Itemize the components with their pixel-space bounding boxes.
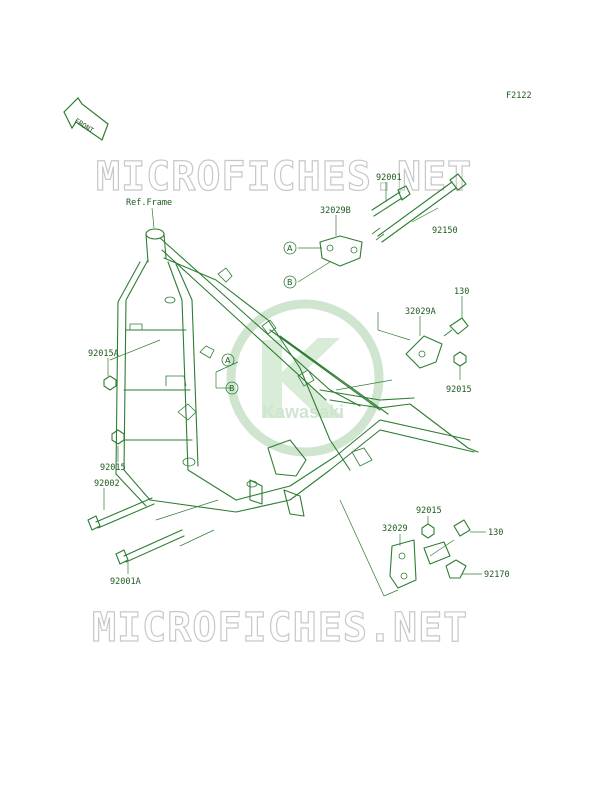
leader-lines [103,182,486,597]
label-92015-left: 92015 [100,463,126,473]
label-92015a: 92015A [88,349,119,359]
label-92150: 92150 [432,226,458,236]
bracket-32029b-icon [319,235,363,267]
svg-text:A: A [225,356,231,365]
nut-92015-bottom-icon [421,523,435,539]
bolt-92150-icon [371,173,467,243]
ref-frame-leader [151,207,155,229]
watermark-top: MICROFICHES.NET [96,154,472,200]
bracket-32029-icon [389,539,417,589]
label-92170: 92170 [484,570,510,580]
label-92001a: 92001A [110,577,141,587]
plate-92170-icon [423,541,467,579]
nut-92015a-icon [103,375,117,391]
bracket-32029a-icon [405,335,443,369]
bolt-92002-icon [87,497,155,531]
watermark-bottom: MICROFICHES.NET [92,605,468,651]
ref-a-frame-marker: A [221,353,235,367]
bolt-92001a-icon [115,529,185,565]
ref-a-top-marker: A [283,241,297,255]
label-92015-right: 92015 [446,385,472,395]
label-32029: 32029 [382,524,408,534]
diagram-id: F2122 [506,91,532,101]
bolt-130-top-icon [443,317,469,337]
label-92002: 92002 [94,479,120,489]
nut-92015-right-icon [453,351,467,367]
kawasaki-logo: Kawasaki [226,299,384,457]
label-92001: 92001 [376,173,402,183]
frame-drawing [115,228,479,517]
svg-text:B: B [229,384,235,393]
label-32029a: 32029A [405,307,436,317]
svg-text:B: B [287,278,293,287]
ref-b-top-marker: B [283,275,297,289]
nut-92015-left-icon [111,429,125,445]
label-130-bottom: 130 [488,528,503,538]
label-92015-bottom: 92015 [416,506,442,516]
front-arrow-icon: FRONT [63,97,109,141]
logo-text: Kawasaki [262,402,344,422]
bolt-130-bottom-icon [453,519,471,537]
label-32029b: 32029B [320,206,351,216]
ref-b-frame-marker: B [225,381,239,395]
svg-text:A: A [287,244,293,253]
ref-frame-label: Ref.Frame [126,198,172,208]
label-130-top: 130 [454,287,469,297]
